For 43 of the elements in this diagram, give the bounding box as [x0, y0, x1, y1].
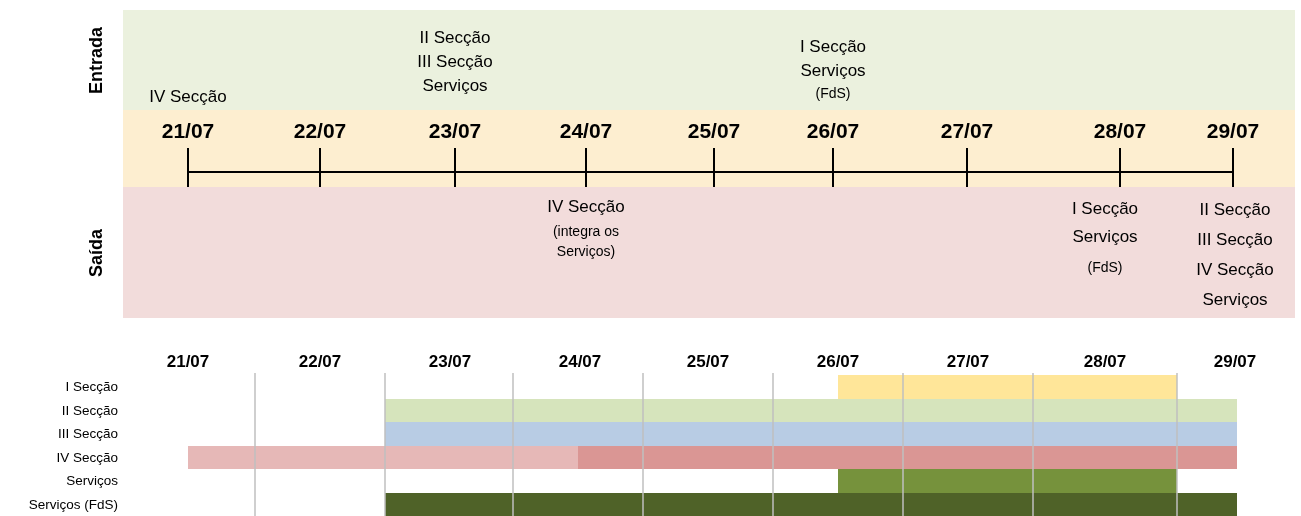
date-label: 28/07	[1092, 118, 1148, 144]
date-label: 24/07	[557, 352, 603, 372]
gantt-bar	[578, 445, 1237, 469]
gantt-bar	[188, 445, 578, 469]
gantt-bar	[385, 398, 1237, 422]
row-label: II Secção	[61, 402, 118, 418]
date-label: 24/07	[558, 118, 614, 144]
row-label: Serviços (FdS)	[28, 496, 118, 512]
date-label: 25/07	[685, 352, 731, 372]
date-label: 26/07	[815, 352, 861, 372]
date-label: 23/07	[427, 352, 473, 372]
date-label: 22/07	[292, 118, 348, 144]
event-label: IV Secção	[546, 196, 626, 218]
date-label: 23/07	[427, 118, 483, 144]
row-label: IV Secção	[56, 449, 118, 465]
row-heading: Entrada	[86, 25, 107, 95]
date-label: 25/07	[686, 118, 742, 144]
date-label: 26/07	[805, 118, 861, 144]
row-heading: Saída	[86, 228, 107, 279]
event-label: II Secção III Secção IV Secção Serviços	[1196, 199, 1274, 311]
event-label: I Secção Serviços	[798, 36, 868, 82]
event-label: I Secção Serviços	[1070, 198, 1140, 248]
timeline-band	[123, 110, 1295, 187]
event-label: IV Secção	[148, 86, 228, 108]
gantt-bar	[838, 469, 1177, 493]
note-label: (FdS)	[1086, 258, 1124, 276]
date-label: 22/07	[297, 352, 343, 372]
date-label: 29/07	[1205, 118, 1261, 144]
date-label: 29/07	[1212, 352, 1258, 372]
date-label: 27/07	[939, 118, 995, 144]
gantt-bar	[385, 492, 1237, 516]
date-label: 27/07	[945, 352, 991, 372]
gantt-bar	[385, 422, 1237, 446]
row-label: Serviços	[66, 473, 118, 488]
gantt-bar	[838, 375, 1177, 399]
date-label: 28/07	[1082, 352, 1128, 372]
row-label: III Secção	[57, 426, 118, 441]
note-label: (FdS)	[814, 84, 852, 102]
note-label: (integra os Serviços)	[551, 222, 621, 261]
date-label: 21/07	[160, 118, 216, 144]
date-label: 21/07	[165, 352, 211, 372]
event-label: II Secção III Secção Serviços	[416, 27, 494, 97]
row-label: I Secção	[65, 379, 118, 394]
